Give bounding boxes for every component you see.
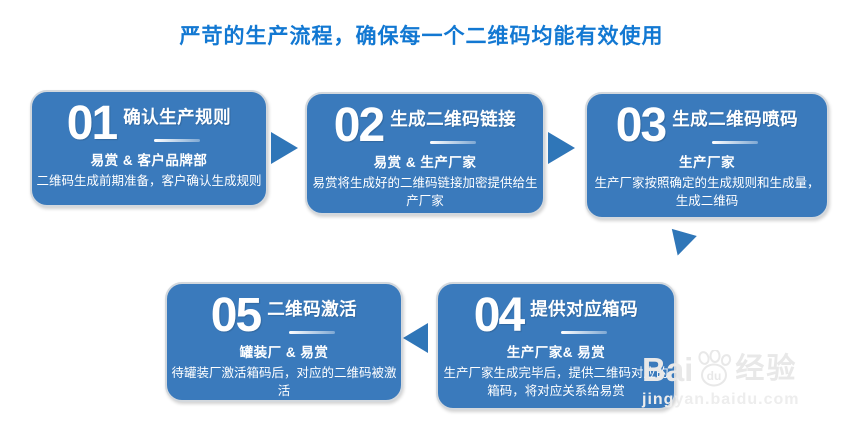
step-header: 03 生成二维码喷码 — [587, 99, 827, 152]
step-description: 二维码生成前期准备，客户确认生成规则 — [36, 173, 262, 188]
flow-step-3: 03 生成二维码喷码 生产厂家 生产厂家按照确定的生成规则和生成量，生成二维码 — [585, 92, 829, 219]
step-header: 05 二维码激活 — [167, 289, 401, 342]
step-subtitle: 易赏 & 生产厂家 — [373, 154, 477, 170]
step-header: 02 生成二维码链接 — [307, 99, 543, 152]
divider-line — [289, 331, 336, 334]
step-subtitle: 易赏 & 客户品牌部 — [90, 152, 208, 168]
step-number: 01 — [66, 97, 118, 150]
step-description: 待罐装厂激活箱码后，对应的二维码被激活 — [171, 365, 397, 399]
arrow-down-icon — [665, 228, 697, 260]
arrow-left-icon — [403, 323, 428, 353]
step-subtitle: 罐装厂 & 易赏 — [239, 344, 329, 360]
baidu-jingyan-logo: Bai du 经验 — [642, 350, 799, 388]
step-title: 二维码激活 — [267, 299, 358, 319]
divider-line — [712, 141, 759, 144]
step-description: 生产厂家按照确定的生成规则和生成量，生成二维码 — [594, 175, 820, 209]
watermark-paw-label: du — [707, 369, 722, 383]
step-number: 04 — [473, 289, 525, 342]
step-number: 02 — [333, 99, 385, 152]
arrow-right-icon-1 — [271, 132, 298, 164]
watermark-brand-suffix: 经验 — [735, 352, 798, 385]
step-number: 05 — [210, 289, 262, 342]
step-number: 03 — [615, 99, 667, 152]
watermark-brand-prefix: Bai — [642, 350, 694, 388]
step-description: 生产厂家生成完毕后，提供二维码对应的箱码，将对应关系给易赏 — [443, 365, 669, 399]
flow-step-1: 01 确认生产规则 易赏 & 客户品牌部 二维码生成前期准备，客户确认生成规则 — [30, 90, 268, 207]
watermark: Bai du 经验 jingyan.baidu.com — [642, 350, 799, 409]
watermark-url: jingyan.baidu.com — [642, 391, 800, 408]
divider-line — [430, 141, 477, 144]
step-title: 生成二维码喷码 — [672, 109, 799, 129]
page-title: 严苛的生产流程，确保每一个二维码均能有效使用 — [179, 25, 664, 48]
step-title: 确认生产规则 — [123, 107, 232, 127]
divider-line — [154, 139, 201, 142]
step-subtitle: 生产厂家 — [679, 154, 735, 170]
flow-step-2: 02 生成二维码链接 易赏 & 生产厂家 易赏将生成好的二维码链接加密提供给生产… — [305, 92, 545, 215]
step-description: 易赏将生成好的二维码链接加密提供给生产厂家 — [312, 175, 538, 209]
flow-step-5: 05 二维码激活 罐装厂 & 易赏 待罐装厂激活箱码后，对应的二维码被激活 — [165, 282, 403, 402]
step-header: 04 提供对应箱码 — [438, 289, 674, 342]
step-title: 提供对应箱码 — [530, 299, 639, 319]
arrow-right-icon-2 — [548, 132, 575, 164]
divider-line — [561, 331, 608, 334]
step-header: 01 确认生产规则 — [32, 97, 266, 150]
step-title: 生成二维码链接 — [390, 109, 517, 129]
step-subtitle: 生产厂家& 易赏 — [506, 344, 606, 360]
flow-step-4: 04 提供对应箱码 生产厂家& 易赏 生产厂家生成完毕后，提供二维码对应的箱码，… — [436, 282, 676, 410]
paw-icon: du — [698, 350, 732, 387]
